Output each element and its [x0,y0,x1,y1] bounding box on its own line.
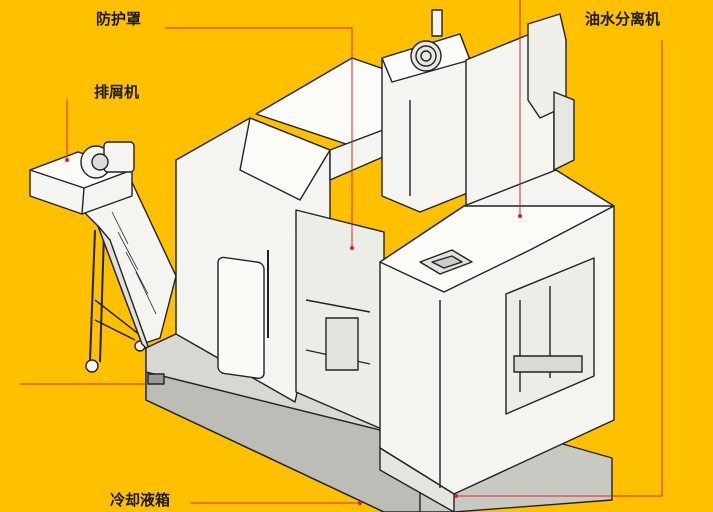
label-guard: 防护罩 [96,10,142,28]
label-oil-water-separator: 油水分离机 [585,10,661,28]
spindle-column-graphic [381,9,575,213]
right-enclosure-graphic [379,169,615,512]
leader-dots [65,158,522,505]
leader-separator [456,40,663,497]
label-coolant-tank: 冷却液箱 [110,491,171,509]
leader-guard [165,27,353,248]
leader-lines [20,0,663,504]
chip-conveyor-graphic [29,141,177,373]
label-chip-conveyor: 排屑机 [94,83,140,101]
